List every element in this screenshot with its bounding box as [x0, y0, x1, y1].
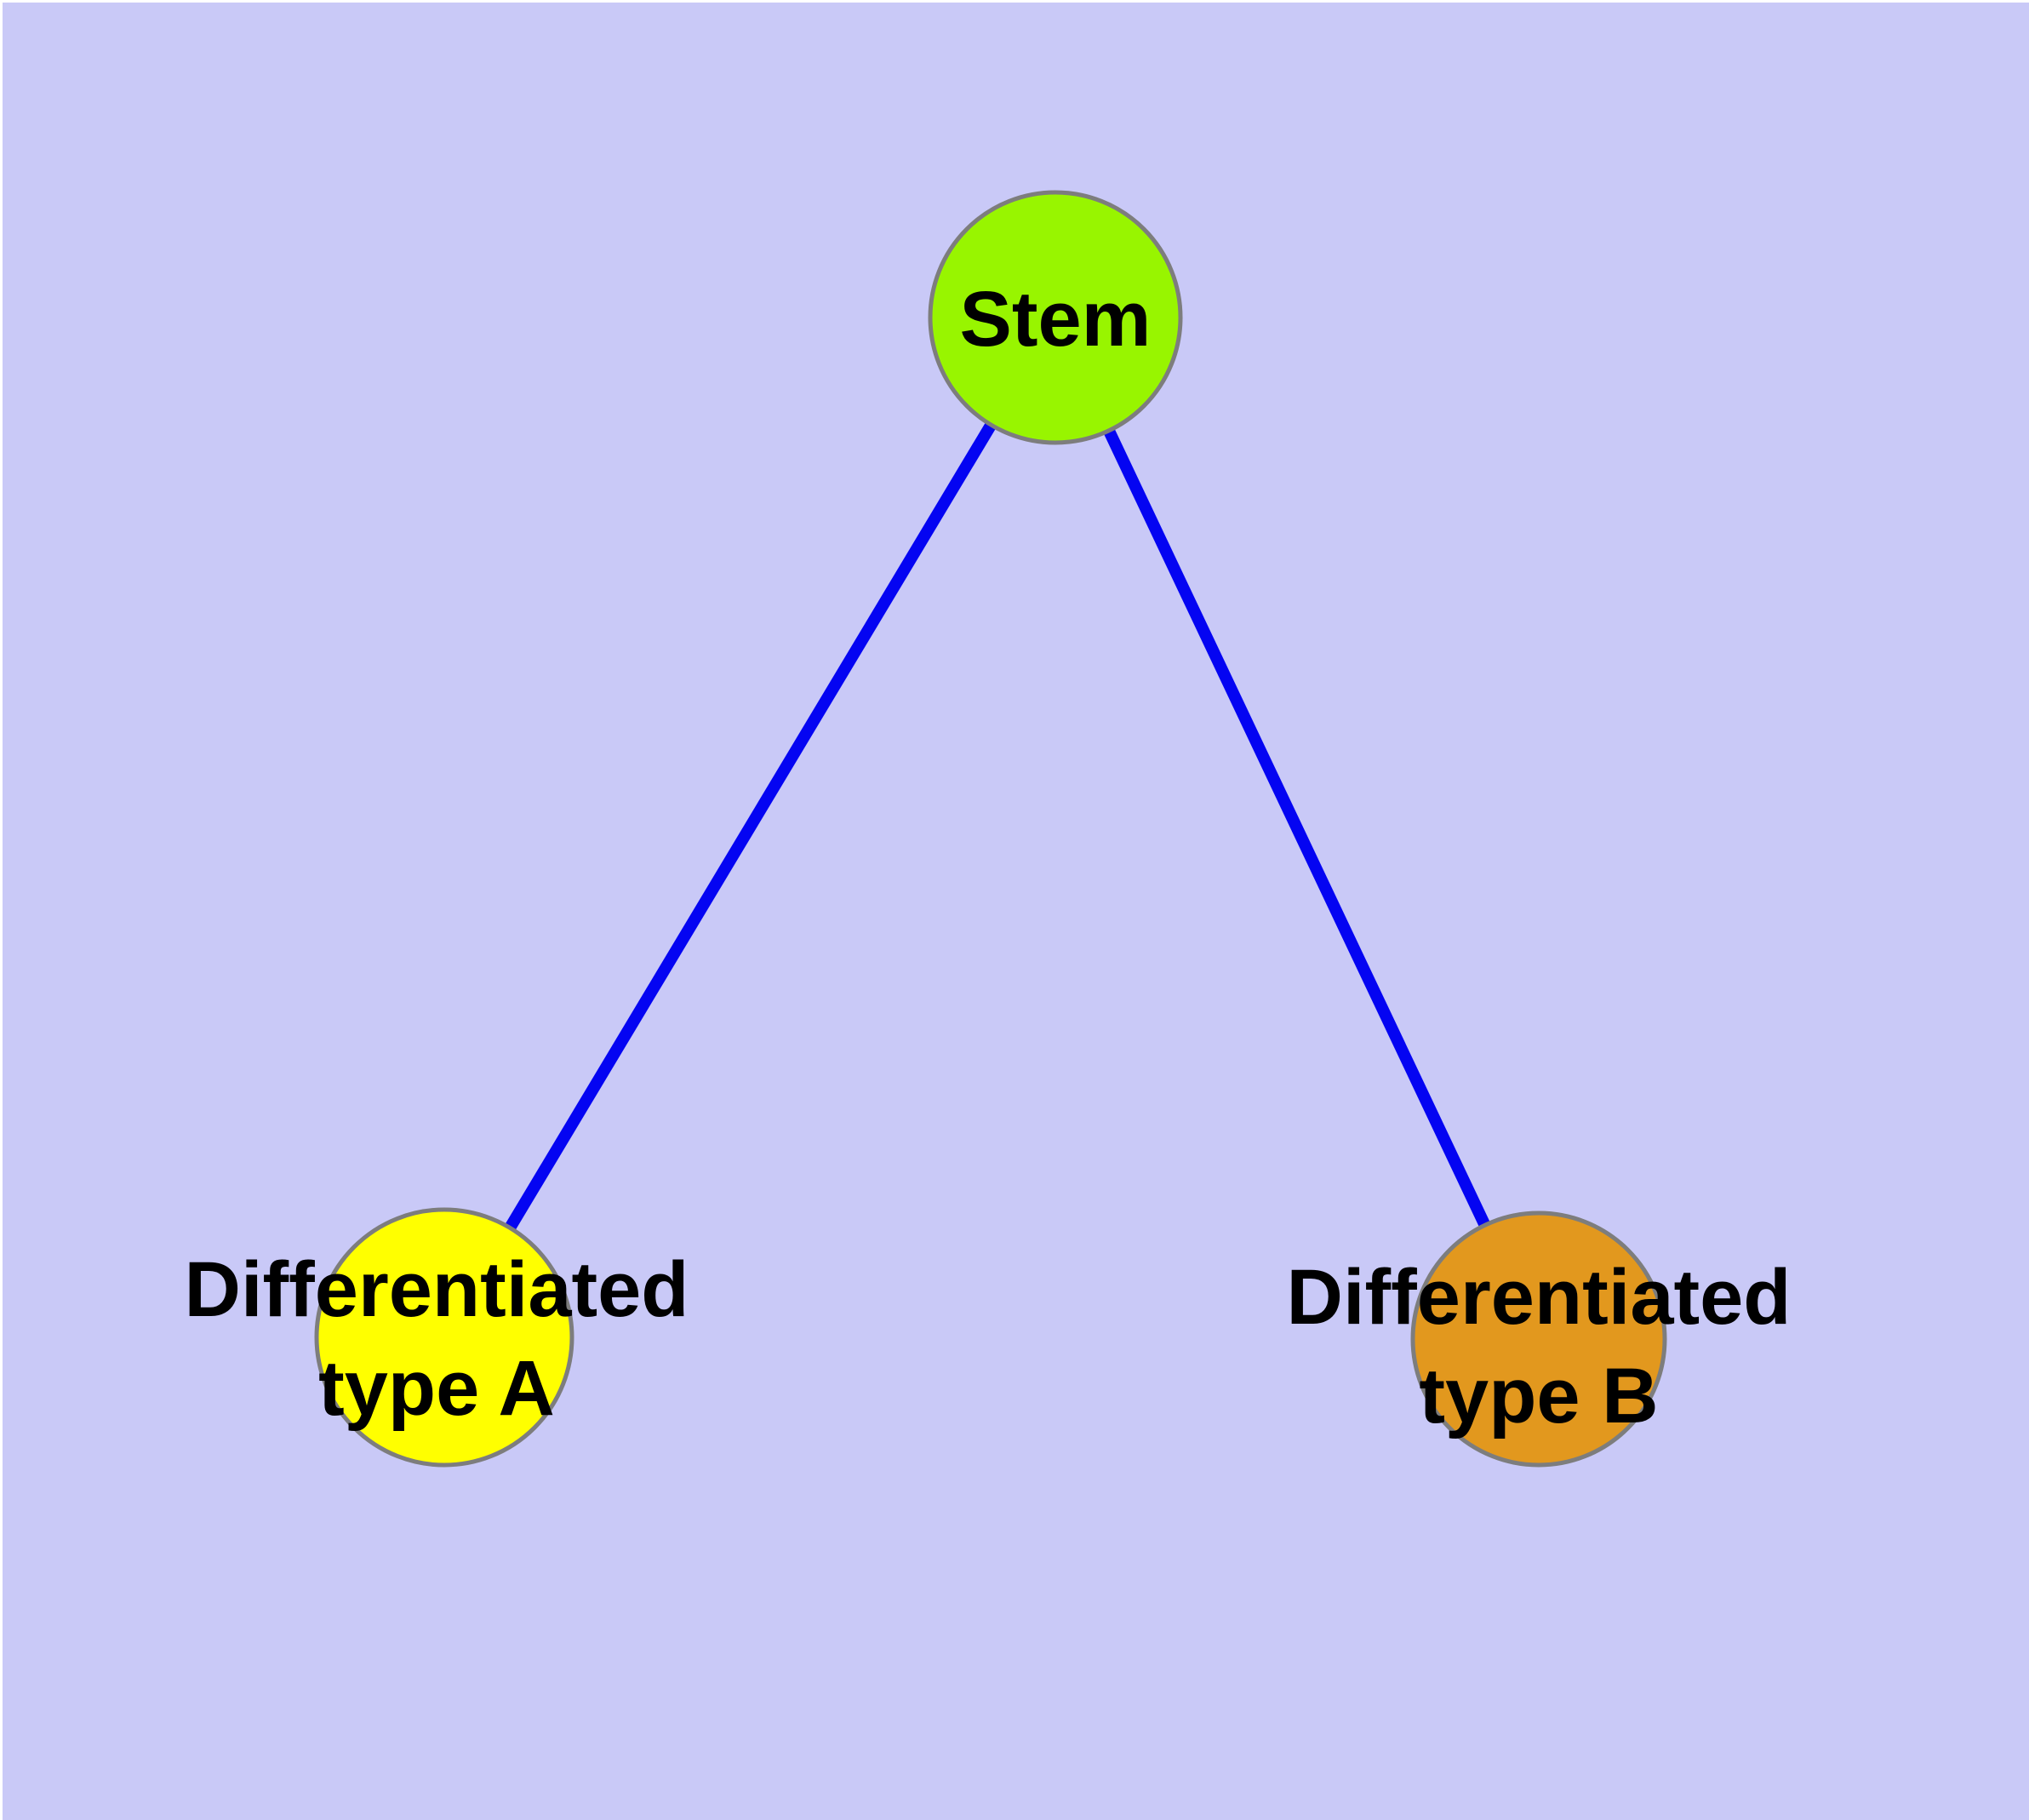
node-differentiated-type-a-label-line2: type A	[318, 1345, 555, 1432]
node-stem[interactable]	[928, 190, 1183, 445]
node-differentiated-type-b-label-line2: type B	[1419, 1353, 1658, 1439]
node-stem-label: Stem	[960, 276, 1152, 363]
node-differentiated-type-b-label-line1: Differentiated	[1287, 1254, 1792, 1341]
node-differentiated-type-a[interactable]	[314, 1207, 574, 1468]
diagram-canvas: Stem Differentiated type A Differentiate…	[3, 3, 2029, 1820]
node-differentiated-type-b[interactable]	[1410, 1210, 1667, 1468]
node-differentiated-type-a-label-line1: Differentiated	[185, 1246, 689, 1333]
edge-stem-to-type-b	[1049, 315, 1545, 1342]
graph-diagram: Stem Differentiated type A Differentiate…	[185, 190, 1792, 1468]
edge-stem-to-type-a	[438, 314, 1061, 1341]
